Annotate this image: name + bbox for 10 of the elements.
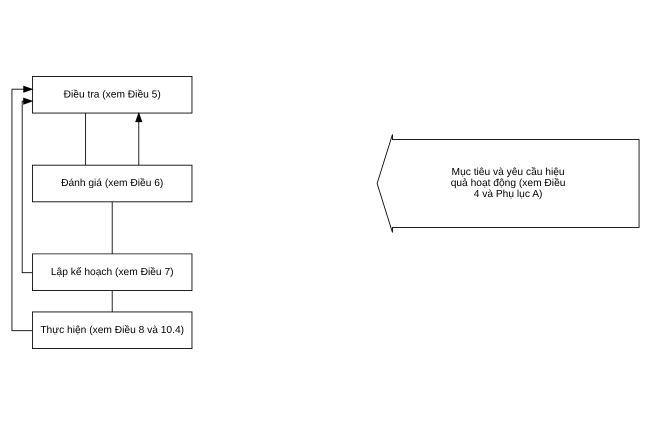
node-box: Đánh giá (xem Điều 6) — [32, 164, 192, 202]
arrow — [135, 112, 142, 166]
node-box: Thực hiện (xem Điều 8 và 10.4) — [32, 311, 192, 350]
arrow — [12, 86, 34, 332]
node-box: Điều tra (xem Điều 5) — [32, 76, 192, 114]
node-box: Lập kế hoạch (xem Điều 7) — [32, 253, 192, 291]
arrow — [22, 98, 34, 274]
connector — [85, 112, 86, 166]
connector — [112, 290, 113, 312]
connector — [112, 201, 113, 254]
